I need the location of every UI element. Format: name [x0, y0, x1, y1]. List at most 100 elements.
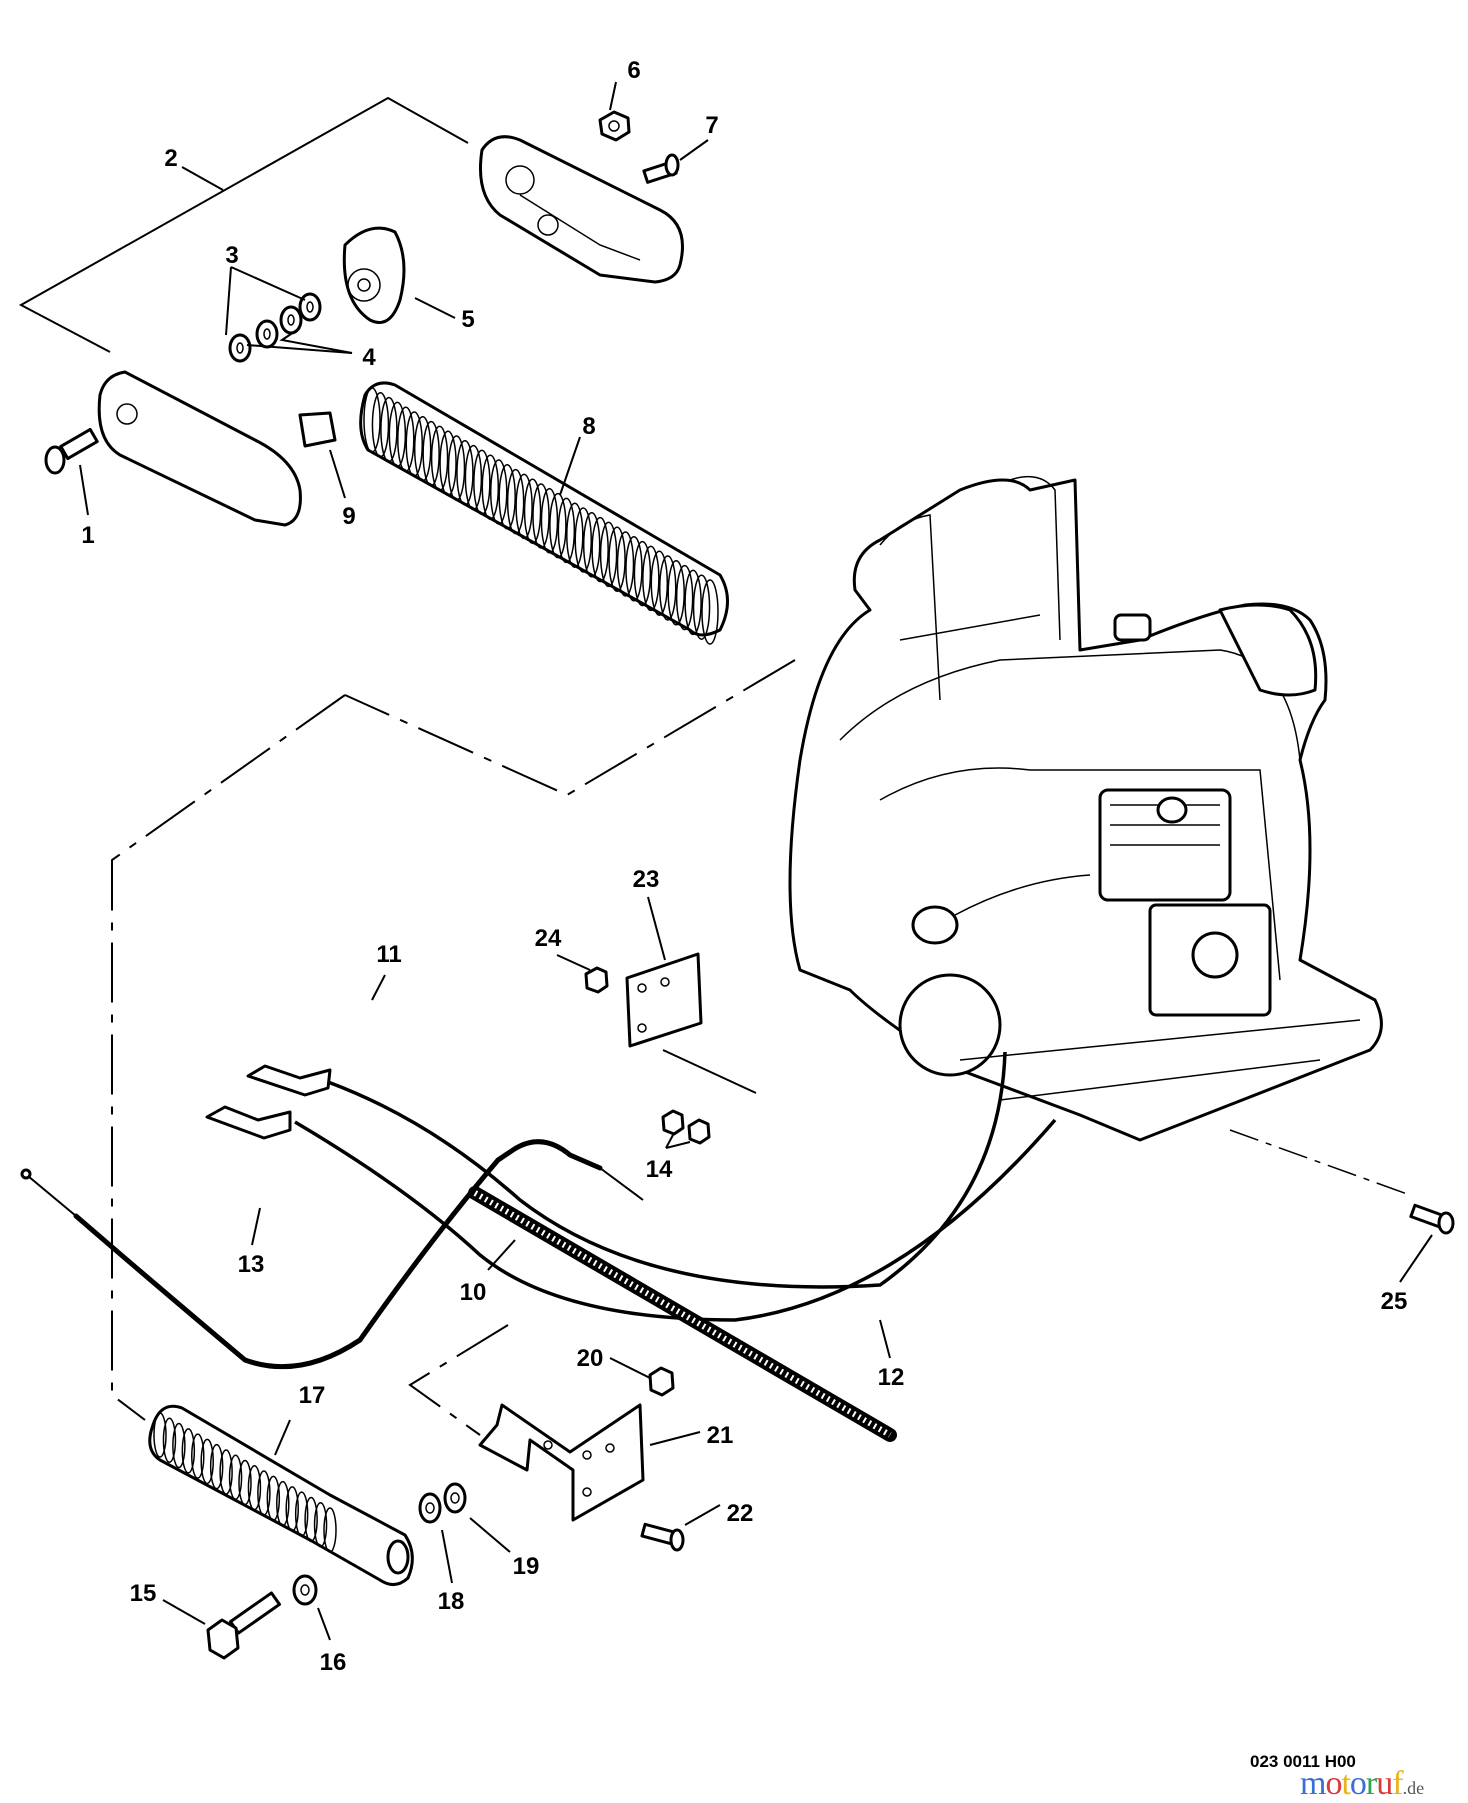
pipe-rib: [388, 401, 407, 468]
pipe-rib: [153, 1412, 167, 1458]
assembly-bracket-2: [18, 96, 469, 353]
callout-22: 22: [727, 1500, 754, 1527]
pipe-rib: [549, 492, 567, 559]
pipe-rib: [162, 1417, 177, 1464]
pipe-rib: [490, 459, 508, 525]
watermark-letter: o: [1349, 1765, 1367, 1802]
callout-8: 8: [582, 413, 595, 440]
pipe-rib: [675, 564, 694, 631]
pipe-rib: [633, 540, 652, 607]
watermark-letter: o: [1325, 1765, 1342, 1802]
pipe-rib: [313, 1501, 328, 1548]
handle-half-right: [478, 135, 684, 284]
pipe-rib: [191, 1433, 205, 1479]
pipe-rib: [557, 497, 576, 564]
pipe-rib: [667, 560, 685, 626]
pipe-rib: [422, 420, 440, 487]
stop-switch-wire-part-11: [205, 1051, 1057, 1322]
callout-5: 5: [461, 306, 474, 333]
washer-part-19: [443, 1482, 467, 1514]
pipe-rib: [247, 1465, 262, 1511]
callout-10: 10: [460, 1279, 487, 1306]
pipe-rib: [181, 1428, 196, 1474]
pipe-rib: [616, 531, 635, 597]
callout-25: 25: [1381, 1288, 1408, 1315]
callout-11: 11: [376, 941, 401, 968]
callout-14: 14: [646, 1156, 673, 1183]
flex-pipe-part-8: [359, 381, 729, 645]
washers-parts-3-4: [228, 292, 322, 363]
pipe-rib: [625, 536, 643, 602]
pipe-rib: [473, 449, 491, 516]
pad-part-9: [298, 411, 337, 448]
pipe-rib: [574, 507, 592, 573]
callout-labels: 1 2 3 4 5 6 7 8 9 10 11 12 13 14 15 16 1…: [81, 57, 1407, 1676]
callout-4: 4: [362, 344, 376, 371]
handle-half-left: [97, 370, 302, 527]
pipe-rib: [304, 1496, 318, 1543]
nut-part-24: [584, 966, 609, 994]
bolt-part-22: [640, 1522, 685, 1552]
callout-16: 16: [320, 1649, 347, 1676]
callout-12: 12: [878, 1364, 905, 1391]
callout-2: 2: [164, 145, 177, 172]
callout-7: 7: [705, 112, 718, 139]
pipe-rib: [506, 468, 525, 535]
pipe-rib: [380, 396, 398, 463]
watermark-letter: f: [1392, 1765, 1403, 1802]
callout-17: 17: [299, 1382, 326, 1409]
washer-part-18: [418, 1492, 442, 1524]
pipe-rib: [294, 1491, 309, 1537]
screw-part-1: [44, 427, 99, 475]
pipe-rib: [464, 444, 483, 511]
callout-23: 23: [633, 866, 660, 893]
pipe-rib: [405, 411, 423, 477]
screw-part-7: [642, 153, 680, 184]
pipe-rib: [228, 1454, 243, 1500]
cable-protector-part-10: [468, 1186, 897, 1442]
callout-24: 24: [535, 925, 562, 952]
pipe-rib: [323, 1507, 337, 1553]
pipe-rib: [701, 579, 719, 645]
pipe-rib: [397, 406, 415, 472]
watermark-logo: motoruf.de: [1300, 1767, 1424, 1803]
throttle-collar-part-5: [342, 226, 406, 324]
pipe-rib: [684, 569, 702, 636]
pipe-rib: [266, 1475, 281, 1522]
watermark-letter: r: [1365, 1765, 1377, 1802]
callout-6: 6: [627, 57, 640, 84]
pipe-rib: [257, 1470, 271, 1516]
pipe-rib: [238, 1459, 252, 1506]
bracket-part-21: [478, 1403, 645, 1522]
pipe-rib: [363, 387, 381, 453]
pipe-rib: [439, 430, 457, 496]
pipe-rib: [209, 1443, 224, 1490]
callout-20: 20: [577, 1345, 604, 1372]
pipe-rib: [591, 516, 609, 583]
leader-lines: [79, 81, 1433, 1641]
pipe-spring-part-17: [148, 1404, 414, 1586]
assembly-boundary-lines: [111, 659, 796, 1436]
washer-part-16: [292, 1574, 318, 1606]
pipe-rib: [285, 1486, 299, 1532]
callout-18: 18: [438, 1588, 465, 1615]
nut-part-20: [648, 1366, 675, 1397]
pipe-rib: [599, 521, 618, 588]
bolt-part-15: [206, 1591, 281, 1660]
bolt-part-25: [1409, 1203, 1455, 1235]
pipe-rib: [650, 550, 669, 616]
nut-part-6: [598, 110, 631, 142]
pipe-rib: [515, 473, 533, 540]
pipe-rib: [498, 464, 516, 530]
callout-3: 3: [225, 242, 238, 269]
pipe-rib: [481, 454, 500, 520]
pipe-rib: [371, 392, 390, 458]
pipe-rib: [642, 545, 660, 612]
pipe-rib: [276, 1480, 290, 1527]
watermark-letter: t: [1341, 1765, 1351, 1802]
callout-1: 1: [81, 522, 94, 549]
pipe-rib: [540, 488, 559, 554]
pipe-rib: [430, 425, 449, 492]
callout-9: 9: [342, 503, 355, 530]
